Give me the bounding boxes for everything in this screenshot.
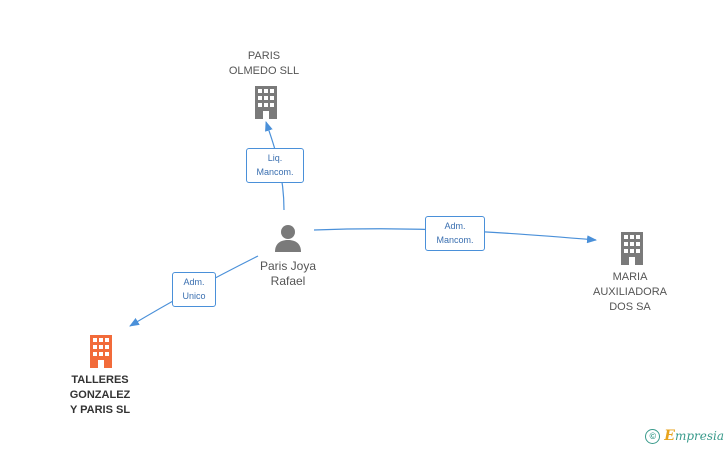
edge-label-line: Mancom. bbox=[256, 167, 294, 177]
building-icon[interactable] bbox=[617, 231, 647, 265]
person-label: Paris Joya Rafael bbox=[248, 259, 328, 289]
node-label-talleres: TALLERES GONZALEZ Y PARIS SL bbox=[54, 373, 146, 418]
copyright-icon: © bbox=[645, 428, 661, 444]
node-label-line: MARIA bbox=[612, 271, 648, 283]
person-icon[interactable] bbox=[273, 224, 303, 252]
edge-label-adm-unico[interactable]: Adm. Unico bbox=[172, 272, 216, 307]
node-label-line: AUXILIADORA bbox=[593, 286, 667, 298]
edge-label-adm-mancom[interactable]: Adm. Mancom. bbox=[425, 216, 485, 251]
edge-label-line: Liq. bbox=[267, 153, 283, 163]
edge-label-line: Adm. bbox=[183, 277, 205, 287]
brand-rest: mpresia bbox=[674, 429, 724, 443]
brand-initial: E bbox=[664, 428, 675, 444]
building-icon[interactable] bbox=[86, 334, 116, 368]
edge-label-line: Adm. bbox=[444, 221, 466, 231]
edge-label-line: Unico bbox=[182, 291, 206, 301]
person-label-line: Paris Joya bbox=[259, 259, 317, 273]
node-label-line: DOS SA bbox=[609, 301, 651, 313]
edge-label-liq-mancom[interactable]: Liq. Mancom. bbox=[246, 148, 304, 183]
empresia-logo: ©Empresia bbox=[645, 428, 724, 444]
node-label-line: GONZALEZ bbox=[69, 389, 131, 401]
edge-label-line: Mancom. bbox=[436, 235, 474, 245]
node-label-line: TALLERES bbox=[71, 374, 129, 386]
person-label-line: Rafael bbox=[270, 274, 306, 288]
node-label-line: OLMEDO SLL bbox=[228, 65, 300, 77]
brand-name: Empresia bbox=[664, 428, 724, 444]
node-label-line: PARIS bbox=[247, 50, 281, 62]
node-label-line: Y PARIS SL bbox=[69, 404, 131, 416]
node-label-maria-auxiliadora: MARIA AUXILIADORA DOS SA bbox=[584, 270, 676, 315]
building-icon[interactable] bbox=[251, 85, 281, 119]
node-label-paris-olmedo: PARIS OLMEDO SLL bbox=[222, 49, 306, 79]
